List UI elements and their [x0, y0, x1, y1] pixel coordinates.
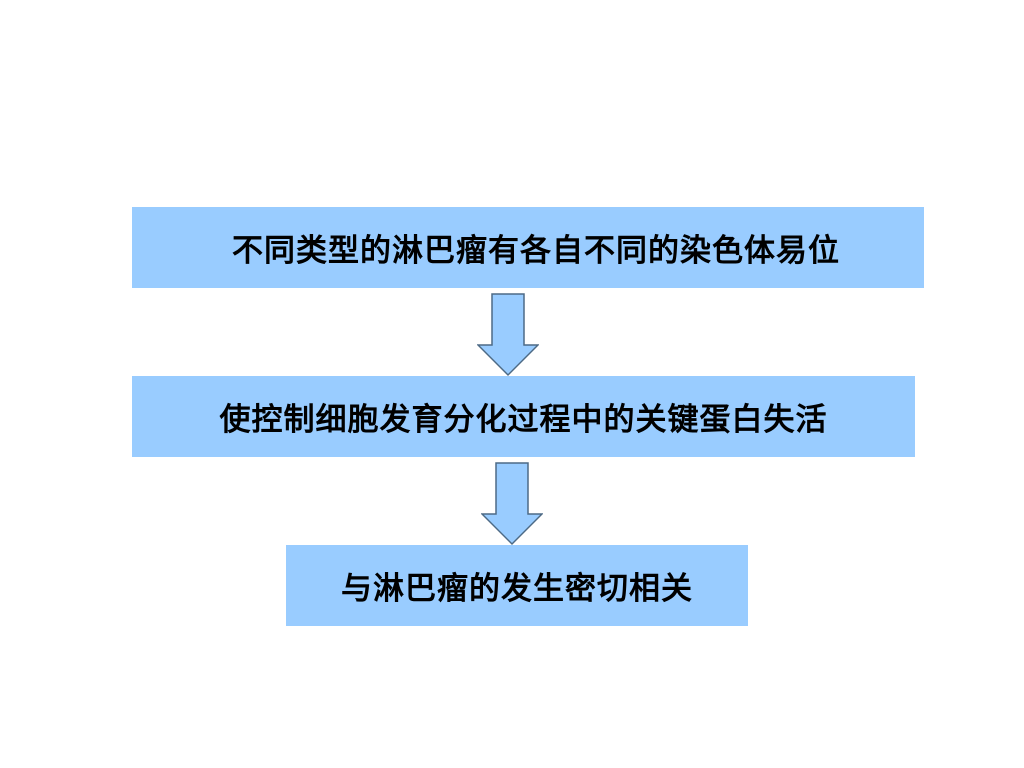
- flow-step-1: 不同类型的淋巴瘤有各自不同的染色体易位: [132, 207, 924, 288]
- down-arrow-icon: [477, 293, 539, 377]
- flow-step-1-text: 不同类型的淋巴瘤有各自不同的染色体易位: [232, 233, 840, 269]
- down-arrow-icon: [481, 462, 543, 546]
- flow-step-3-text: 与淋巴瘤的发生密切相关: [341, 571, 693, 607]
- flow-step-2-text: 使控制细胞发育分化过程中的关键蛋白失活: [219, 402, 828, 438]
- flow-step-3: 与淋巴瘤的发生密切相关: [286, 545, 748, 626]
- flow-step-2: 使控制细胞发育分化过程中的关键蛋白失活: [132, 376, 915, 457]
